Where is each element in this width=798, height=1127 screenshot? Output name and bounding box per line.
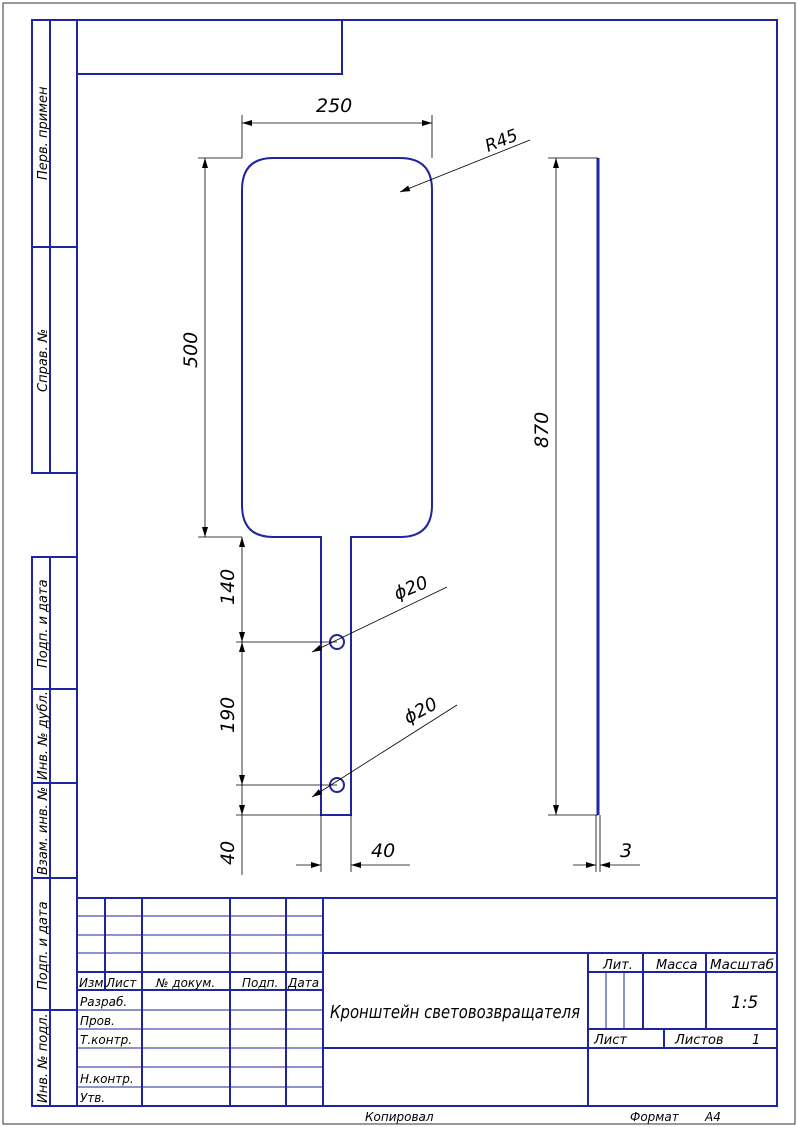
- tb-sheets-value: 1: [752, 1033, 760, 1048]
- dim-hole-2-leader: [311, 704, 458, 798]
- dim-hole-offset-label: 140: [217, 569, 239, 605]
- tb-lit-label: Лит.: [602, 958, 633, 973]
- stamp-podp-data-2: Подп. и дата: [36, 901, 51, 990]
- stamp-inv-dubl: Инв. № дубл.: [36, 691, 51, 780]
- top-left-box: [76, 19, 343, 75]
- tb-scale-label: Масштаб: [710, 958, 774, 973]
- drawing-frame: [76, 19, 778, 1107]
- dim-width-top: [241, 115, 433, 158]
- tb-role-utv: Утв.: [80, 1091, 105, 1105]
- dim-plate-height: [198, 157, 242, 538]
- dim-hole-1-leader: [311, 586, 448, 653]
- dim-thickness: [573, 815, 640, 872]
- dim-hole-1-label: ϕ20: [391, 572, 431, 605]
- tb-sheets-label: Листов: [674, 1033, 724, 1048]
- dim-stem-chain: [236, 537, 337, 875]
- dim-plate-height-label: 500: [180, 332, 202, 368]
- title-block: [77, 897, 777, 1106]
- tb-header-podp: Подп.: [242, 976, 278, 990]
- tb-header-izm: Изм.: [79, 976, 107, 990]
- dim-radius-label: R45: [482, 126, 521, 157]
- footer-format-label: Формат: [630, 1110, 680, 1124]
- dim-stem-width-label: 40: [371, 840, 395, 862]
- tb-role-razrab: Разраб.: [80, 995, 127, 1009]
- tb-role-tkontr: Т.контр.: [80, 1033, 132, 1047]
- tb-scale-value: 1:5: [731, 993, 758, 1013]
- tb-header-data: Дата: [287, 976, 319, 990]
- tb-header-list: Лист: [105, 976, 137, 990]
- stamp-sprav-no: Справ. №: [36, 329, 51, 392]
- tb-role-prov: Пров.: [80, 1014, 115, 1028]
- stamp-inv-podl: Инв. № подл.: [36, 1013, 51, 1103]
- dim-end-offset-label: 40: [217, 841, 239, 865]
- dim-width-top-label: 250: [316, 95, 352, 117]
- dim-hole-2-label: ϕ20: [400, 694, 441, 729]
- footer-format-value: A4: [704, 1110, 721, 1124]
- dim-hole-spacing-label: 190: [217, 697, 239, 733]
- dim-radius-leader: [399, 139, 531, 193]
- stamp-podp-data-1: Подп. и дата: [36, 579, 51, 668]
- tb-header-doc-no: № докум.: [155, 976, 215, 990]
- stamp-vzam-inv: Взам. инв. №: [36, 787, 51, 875]
- dim-stem-width: [296, 815, 410, 872]
- stamp-perv-primen: Перв. примен: [36, 86, 51, 180]
- dim-total-length: [548, 157, 598, 816]
- tb-mass-label: Масса: [656, 958, 697, 973]
- tb-role-nkontr: Н.контр.: [80, 1072, 134, 1086]
- left-stamp-column: [31, 19, 78, 1107]
- drawing-title: Кронштейн световозвращателя: [330, 1002, 580, 1023]
- dim-total-length-label: 870: [531, 412, 553, 448]
- tb-sheet-label: Лист: [593, 1033, 627, 1048]
- dim-thickness-label: 3: [620, 840, 632, 862]
- footer-copied: Копировал: [365, 1110, 434, 1124]
